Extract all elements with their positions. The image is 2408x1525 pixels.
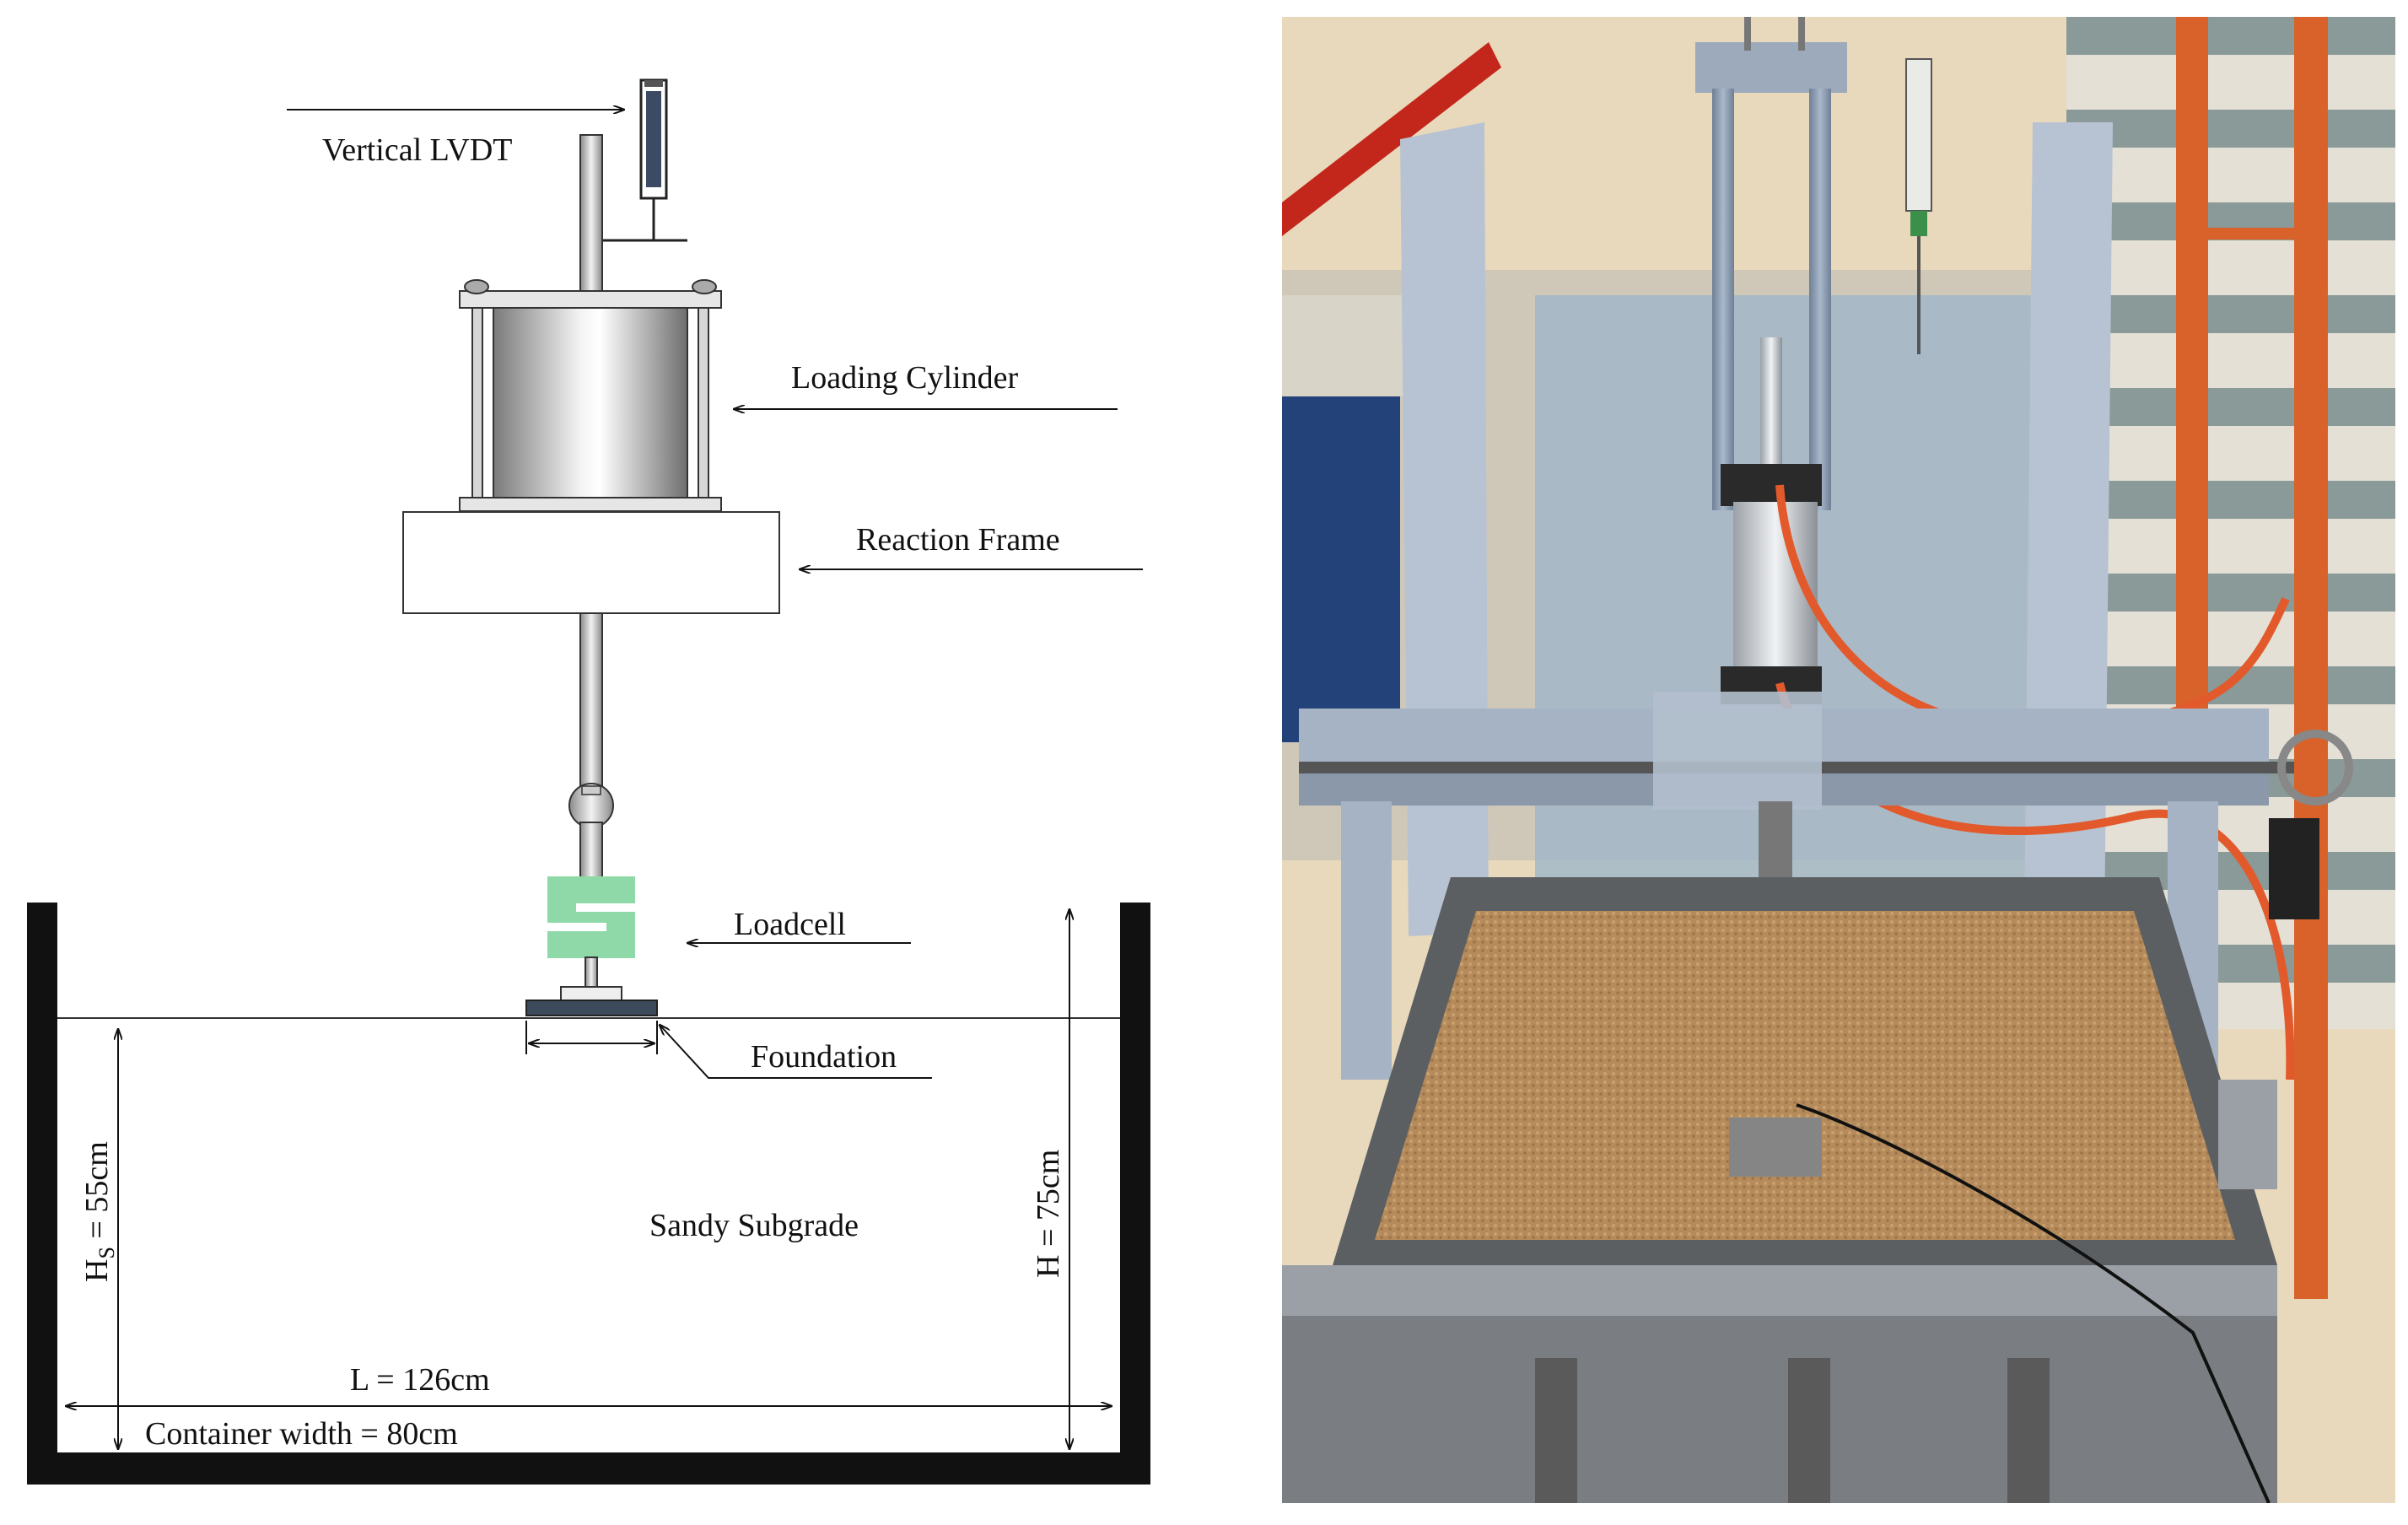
loadcell [547, 876, 635, 1001]
foundation-plate [525, 1000, 658, 1016]
pressure-regulator [2218, 1080, 2277, 1189]
vertical-lvdt-sensor [603, 78, 687, 242]
photo-soil-box [1282, 877, 2277, 1503]
frame-column-left [1400, 122, 1489, 936]
red-crossbar [1282, 42, 1501, 236]
loading-cylinder [459, 279, 722, 512]
test-setup-photo [1282, 17, 2395, 1503]
lab-machine-left [1282, 380, 1400, 742]
photo-foundation-plate [1729, 1118, 1822, 1177]
label-hs: HS = 55cm [79, 1141, 119, 1282]
label-loadcell: Loadcell [734, 907, 846, 942]
lab-panel-left [1282, 295, 1409, 396]
label-foundation: Foundation [751, 1039, 897, 1075]
photo-piston-rod [1760, 337, 1782, 472]
foundation-leader-line [660, 1025, 932, 1079]
label-sandy-subgrade: Sandy Subgrade [649, 1208, 859, 1243]
signal-amplifier [2269, 818, 2319, 919]
label-vertical-lvdt: Vertical LVDT [322, 132, 512, 168]
orange-pole-right [2294, 17, 2328, 1299]
photo-cylinder-cap-top [1721, 464, 1822, 506]
frame-column-right [2024, 122, 2113, 932]
label-reaction-frame: Reaction Frame [856, 522, 1060, 558]
label-loading-cylinder: Loading Cylinder [791, 360, 1018, 396]
horizontal-reaction-frame [1299, 692, 2353, 1080]
label-h: H = 75cm [1031, 1150, 1066, 1278]
label-container-width: Container width = 80cm [145, 1416, 458, 1452]
loading-frame-top [1695, 17, 1847, 510]
striped-curtain [2066, 17, 2395, 1029]
loadcell-cable [1796, 1103, 2271, 1503]
lvdt-sensor-photo [1905, 58, 1932, 354]
label-length: L = 126cm [350, 1362, 490, 1398]
lower-piston-rod [568, 612, 614, 878]
orange-pole-brace [2176, 228, 2328, 240]
test-setup-schematic: Vertical LVDT Loading Cylinder Reaction … [27, 78, 1150, 1485]
reaction-frame [402, 511, 780, 614]
upper-piston-rod [579, 134, 603, 296]
